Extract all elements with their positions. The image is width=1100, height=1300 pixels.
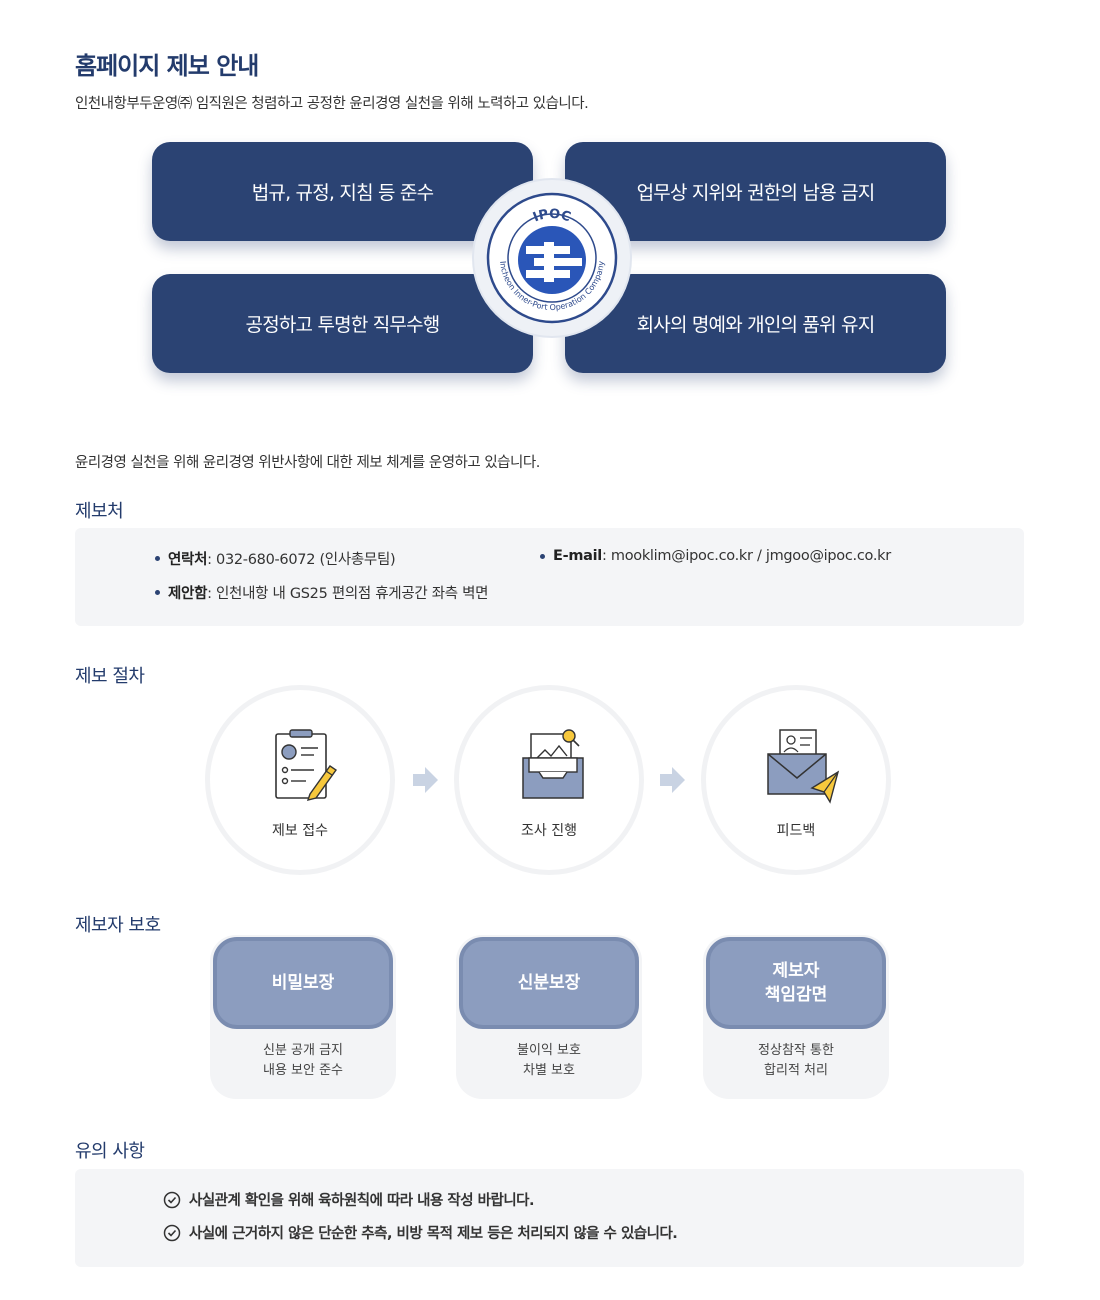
protection-badge: 신분보장 xyxy=(459,937,639,1029)
check-circle-icon xyxy=(163,1191,181,1208)
contact-phone: 연락처 : 032-680-6072 (인사총무팀) xyxy=(155,548,396,569)
contact-section-title: 제보처 xyxy=(75,501,124,522)
bullet-icon xyxy=(155,590,160,595)
principles-group: 법규, 규정, 지침 등 준수 업무상 지위와 권한의 남용 금지 공정하고 투… xyxy=(152,142,946,374)
notes-section-title: 유의 사항 xyxy=(75,1141,145,1162)
desc-line: 정상참작 통한 xyxy=(758,1043,834,1058)
badge-label: 제보자 xyxy=(772,961,820,981)
process-step-label: 피드백 xyxy=(776,823,816,839)
page-intro: 인천내항부두운영㈜ 임직원은 청렴하고 공정한 윤리경영 실천을 위해 노력하고… xyxy=(75,96,589,112)
contact-email-label: E-mail xyxy=(553,548,602,564)
note-item: 사실에 근거하지 않은 단순한 추측, 비방 목적 제보 등은 처리되지 않을 … xyxy=(163,1222,678,1243)
badge-label: 책임감면 xyxy=(764,985,828,1005)
inbox-document-icon xyxy=(522,729,584,799)
principle-label: 공정하고 투명한 직무수행 xyxy=(245,314,441,336)
protection-card-identity: 신분보장 불이익 보호 차별 보호 xyxy=(456,935,642,1099)
contact-email: E-mail : mooklim@ipoc.co.kr / jmgoo@ipoc… xyxy=(540,548,891,564)
protection-desc: 불이익 보호 차별 보호 xyxy=(456,1041,642,1081)
desc-line: 차별 보호 xyxy=(523,1063,575,1078)
contact-email-value: : mooklim@ipoc.co.kr / jmgoo@ipoc.co.kr xyxy=(601,548,891,564)
principle-card-2: 업무상 지위와 권한의 남용 금지 xyxy=(565,142,946,241)
desc-line: 불이익 보호 xyxy=(517,1043,581,1058)
contact-phone-label: 연락처 xyxy=(168,552,208,568)
badge-label: 비밀보장 xyxy=(271,973,335,993)
protection-desc: 신분 공개 금지 내용 보안 준수 xyxy=(210,1041,396,1081)
contact-box-value: : 인천내항 내 GS25 편의점 휴게공간 좌측 벽면 xyxy=(207,586,489,602)
arrow-right-icon xyxy=(660,767,685,793)
protection-card-liability: 제보자 책임감면 정상참작 통한 합리적 처리 xyxy=(703,935,889,1099)
principle-card-1: 법규, 규정, 지침 등 준수 xyxy=(152,142,533,241)
ipoc-logo-icon: IPOC Incheon Inner-Port Operation Compan… xyxy=(486,192,618,324)
process-step-label: 제보 접수 xyxy=(272,823,328,839)
protection-badge: 비밀보장 xyxy=(213,937,393,1029)
principle-card-3: 공정하고 투명한 직무수행 xyxy=(152,274,533,373)
process-step-label: 조사 진행 xyxy=(521,823,577,839)
bullet-icon xyxy=(155,556,160,561)
check-circle-icon xyxy=(163,1224,181,1241)
sub-intro: 윤리경영 실천을 위해 윤리경영 위반사항에 대한 제보 체계를 운영하고 있습… xyxy=(75,455,540,471)
desc-line: 합리적 처리 xyxy=(764,1063,828,1078)
notes-box: 사실관계 확인을 위해 육하원칙에 따라 내용 작성 바랍니다. 사실에 근거하… xyxy=(75,1169,1024,1267)
principle-label: 업무상 지위와 권한의 남용 금지 xyxy=(636,182,876,204)
note-text: 사실관계 확인을 위해 육하원칙에 따라 내용 작성 바랍니다. xyxy=(189,1193,535,1209)
principle-label: 법규, 규정, 지침 등 준수 xyxy=(251,182,434,204)
note-text: 사실에 근거하지 않은 단순한 추측, 비방 목적 제보 등은 처리되지 않을 … xyxy=(189,1226,678,1242)
process-step-report: 제보 접수 xyxy=(205,685,395,875)
principle-label: 회사의 명예와 개인의 품위 유지 xyxy=(636,314,876,336)
desc-line: 신분 공개 금지 xyxy=(262,1043,344,1058)
contact-phone-value: : 032-680-6072 (인사총무팀) xyxy=(207,552,396,568)
contact-suggestion-box: 제안함 : 인천내항 내 GS25 편의점 휴게공간 좌측 벽면 xyxy=(155,582,489,603)
protection-section-title: 제보자 보호 xyxy=(75,915,161,936)
clipboard-pen-icon xyxy=(275,729,337,801)
badge-label: 신분보장 xyxy=(517,973,581,993)
page-title: 홈페이지 제보 안내 xyxy=(75,52,259,80)
contact-box: 연락처 : 032-680-6072 (인사총무팀) E-mail : mook… xyxy=(75,528,1024,626)
arrow-right-icon xyxy=(413,767,438,793)
desc-line: 내용 보안 준수 xyxy=(262,1063,344,1078)
envelope-send-icon xyxy=(767,729,840,804)
contact-box-label: 제안함 xyxy=(168,586,208,602)
protection-badge: 제보자 책임감면 xyxy=(706,937,886,1029)
bullet-icon xyxy=(540,553,545,559)
note-item: 사실관계 확인을 위해 육하원칙에 따라 내용 작성 바랍니다. xyxy=(163,1189,535,1210)
protection-desc: 정상참작 통한 합리적 처리 xyxy=(703,1041,889,1081)
principle-card-4: 회사의 명예와 개인의 품위 유지 xyxy=(565,274,946,373)
process-step-feedback: 피드백 xyxy=(701,685,891,875)
logo-ring: IPOC Incheon Inner-Port Operation Compan… xyxy=(474,180,630,336)
process-step-investigation: 조사 진행 xyxy=(454,685,644,875)
protection-card-confidentiality: 비밀보장 신분 공개 금지 내용 보안 준수 xyxy=(210,935,396,1099)
process-section-title: 제보 절차 xyxy=(75,666,145,687)
